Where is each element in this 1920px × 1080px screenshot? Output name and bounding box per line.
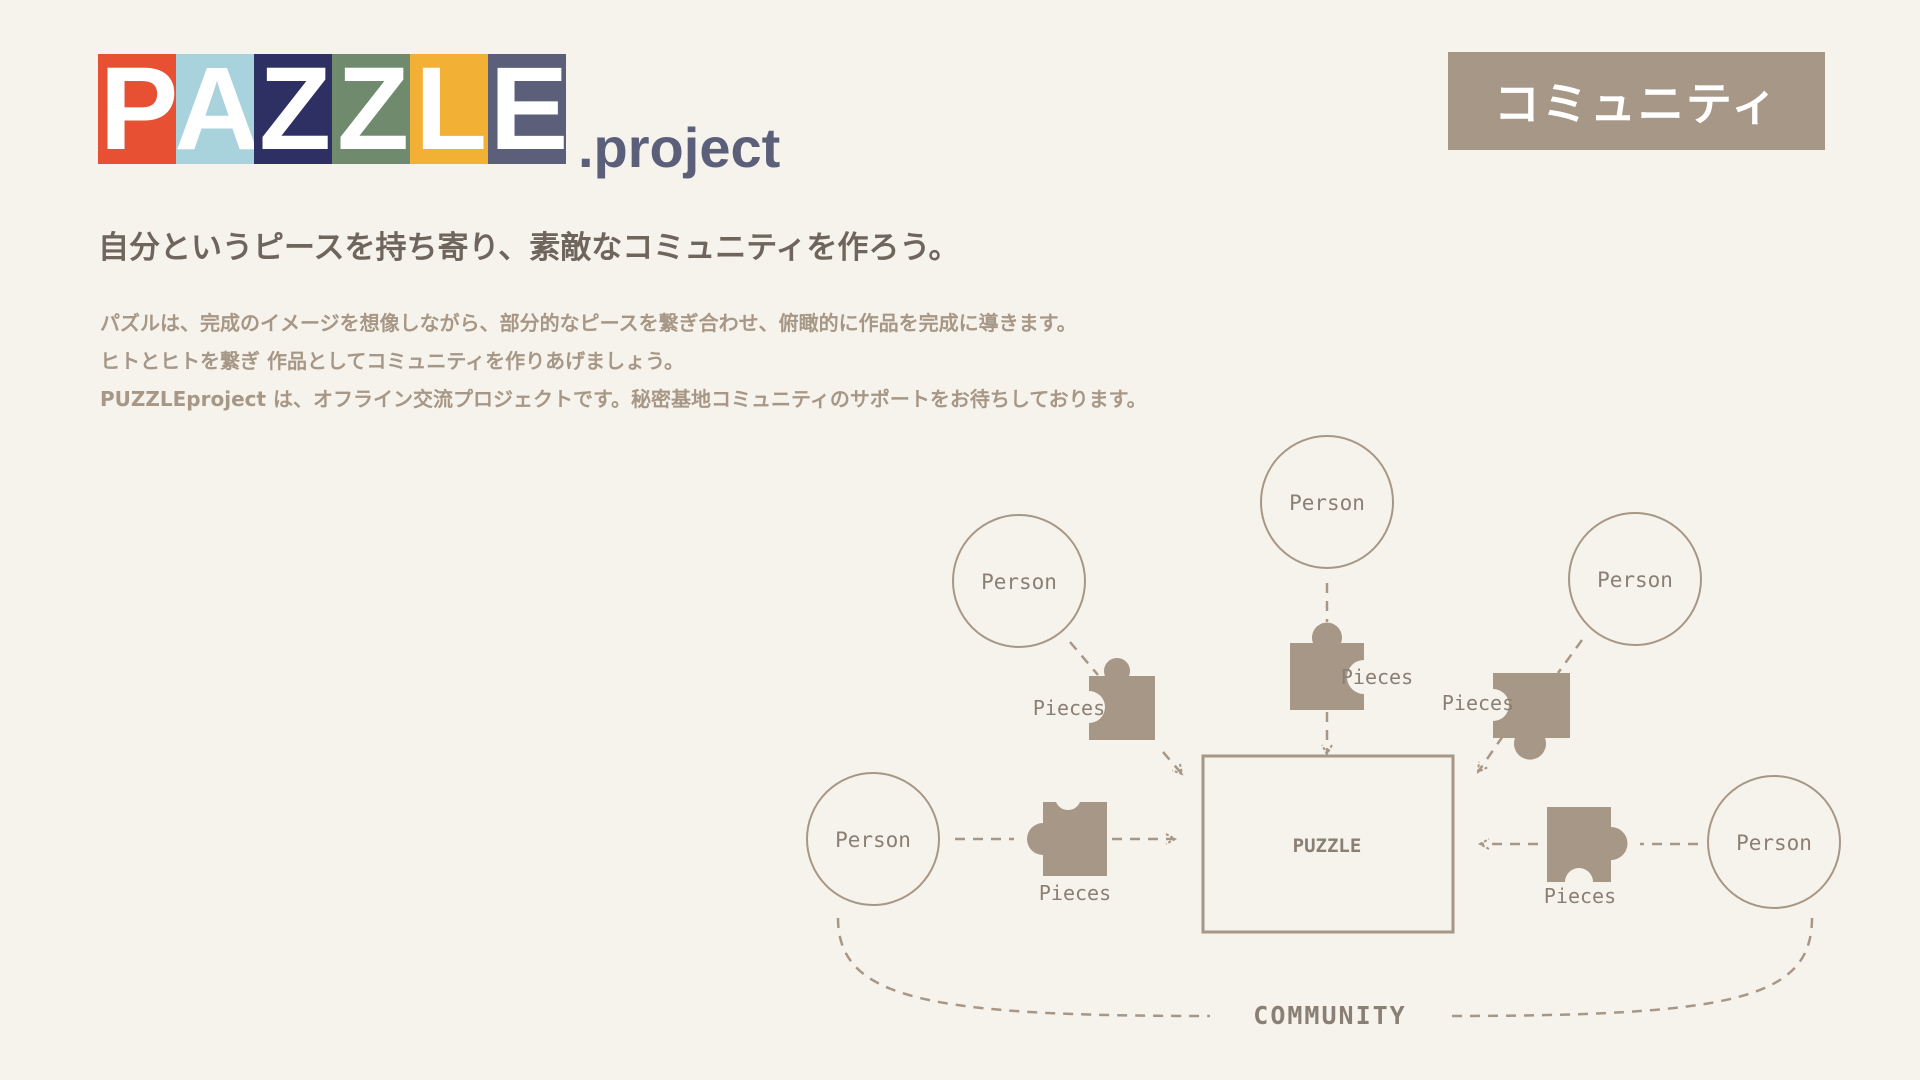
- person-label-top: Person: [1289, 491, 1365, 515]
- puzzle-piece-right: [1547, 807, 1628, 882]
- puzzle-box-label: PUZZLE: [1293, 835, 1362, 857]
- person-circle-left: [806, 772, 940, 906]
- puzzle-piece-left: [1027, 802, 1107, 876]
- logo-letter-block: P A Z Z L E: [98, 54, 566, 164]
- connector-upper-right: [1556, 639, 1584, 674]
- person-circle-top: [1260, 435, 1394, 569]
- connector-upper-left: [1069, 641, 1099, 676]
- puzzle-piece-top: [1290, 622, 1364, 710]
- description-line: パズルは、完成のイメージを想像しながら、部分的なピースを繋ぎ合わせ、俯瞰的に作品…: [100, 311, 1077, 335]
- community-curve-left: [836, 917, 1211, 1018]
- connector-upper-right-arrow: [1478, 735, 1505, 772]
- pieces-label-upper-left: Pieces: [1033, 696, 1105, 720]
- description-line: PUZZLEproject は、オフライン交流プロジェクトです。秘密基地コミュニ…: [100, 387, 1147, 411]
- person-circle-upper-right: [1568, 512, 1702, 646]
- person-label-right: Person: [1736, 831, 1812, 855]
- puzzle-piece-upper-left: [1089, 658, 1155, 740]
- connector-upper-left-arrow: [1162, 751, 1182, 774]
- person-label-left: Person: [835, 828, 911, 852]
- puzzle-box: [1201, 754, 1455, 934]
- logo-letter-a: A: [176, 54, 254, 164]
- headline: 自分というピースを持ち寄り、素敵なコミュニティを作ろう。: [98, 230, 960, 266]
- pieces-label-upper-right: Pieces: [1442, 691, 1514, 715]
- person-circle-upper-left: [952, 514, 1086, 648]
- logo-letter-e: E: [488, 54, 566, 164]
- community-curve-right: [1443, 917, 1814, 1018]
- logo-suffix: .project: [578, 116, 781, 179]
- logo-letter-l: L: [410, 54, 488, 164]
- logo-letter-p: P: [98, 54, 176, 164]
- puzzle-piece-upper-right: [1493, 673, 1570, 760]
- pieces-label-top: Pieces: [1341, 665, 1413, 689]
- pieces-label-left: Pieces: [1039, 881, 1111, 905]
- person-circle-right: [1707, 775, 1841, 909]
- community-label: COMMUNITY: [1253, 1001, 1406, 1030]
- logo-letter-z2: Z: [332, 54, 410, 164]
- pieces-label-right: Pieces: [1544, 884, 1616, 908]
- section-badge: コミュニティ: [1448, 52, 1825, 150]
- person-label-upper-left: Person: [981, 570, 1057, 594]
- description-line: ヒトとヒトを繋ぎ 作品としてコミュニティを作りあげましょう。: [100, 349, 684, 373]
- description: パズルは、完成のイメージを想像しながら、部分的なピースを繋ぎ合わせ、俯瞰的に作品…: [100, 304, 1300, 418]
- puzzle-logo: P A Z Z L E .project: [98, 54, 780, 176]
- logo-letter-z1: Z: [254, 54, 332, 164]
- person-label-upper-right: Person: [1597, 568, 1673, 592]
